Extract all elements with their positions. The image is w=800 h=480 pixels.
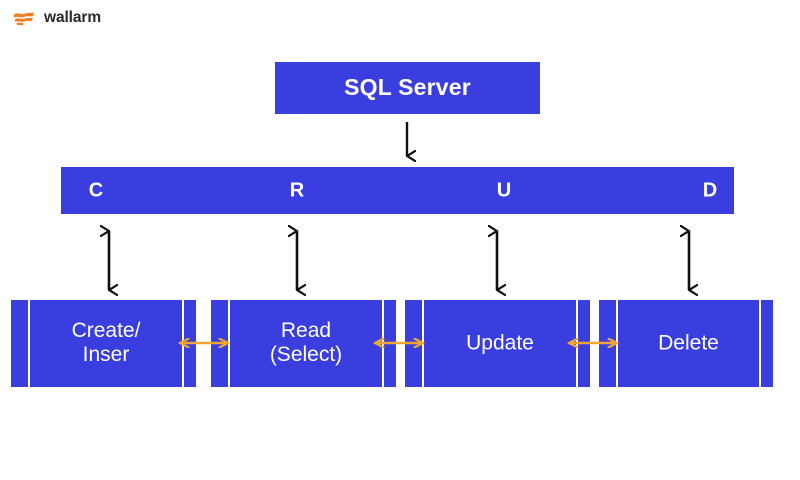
operation-edge-strip-left <box>599 300 616 387</box>
operation-label-create: Create/ Inser <box>71 318 141 367</box>
operation-group-read: Read (Select) <box>211 300 396 387</box>
operation-label-delete: Delete <box>658 331 719 355</box>
wallarm-wordmark: wallarm <box>44 9 102 27</box>
operation-group-create: Create/ Inser <box>11 300 196 387</box>
operation-group-delete: Delete <box>599 300 773 387</box>
crud-letter-d: D <box>702 179 718 201</box>
operation-edge-strip-right <box>184 300 196 387</box>
operation-box-update: Update <box>424 300 576 387</box>
operation-group-update: Update <box>405 300 590 387</box>
wallarm-logo: wallarm <box>13 8 101 28</box>
crud-bar: C R U D <box>61 167 734 214</box>
operation-edge-strip-left <box>211 300 228 387</box>
operation-edge-strip-left <box>405 300 422 387</box>
wallarm-flag-icon <box>13 12 34 25</box>
operation-edge-strip-right <box>761 300 773 387</box>
operation-box-delete: Delete <box>618 300 759 387</box>
crud-letter-u: U <box>496 179 512 201</box>
crud-letter-r: R <box>289 179 305 201</box>
operation-box-read: Read (Select) <box>230 300 382 387</box>
operation-edge-strip-right <box>384 300 396 387</box>
sql-server-label: SQL Server <box>344 74 471 101</box>
sql-server-node: SQL Server <box>275 62 540 114</box>
operation-label-read: Read (Select) <box>269 318 343 367</box>
operation-edge-strip-left <box>11 300 28 387</box>
operation-label-update: Update <box>466 331 534 355</box>
operation-edge-strip-right <box>578 300 590 387</box>
operation-box-create: Create/ Inser <box>30 300 182 387</box>
crud-letter-c: C <box>88 179 104 201</box>
